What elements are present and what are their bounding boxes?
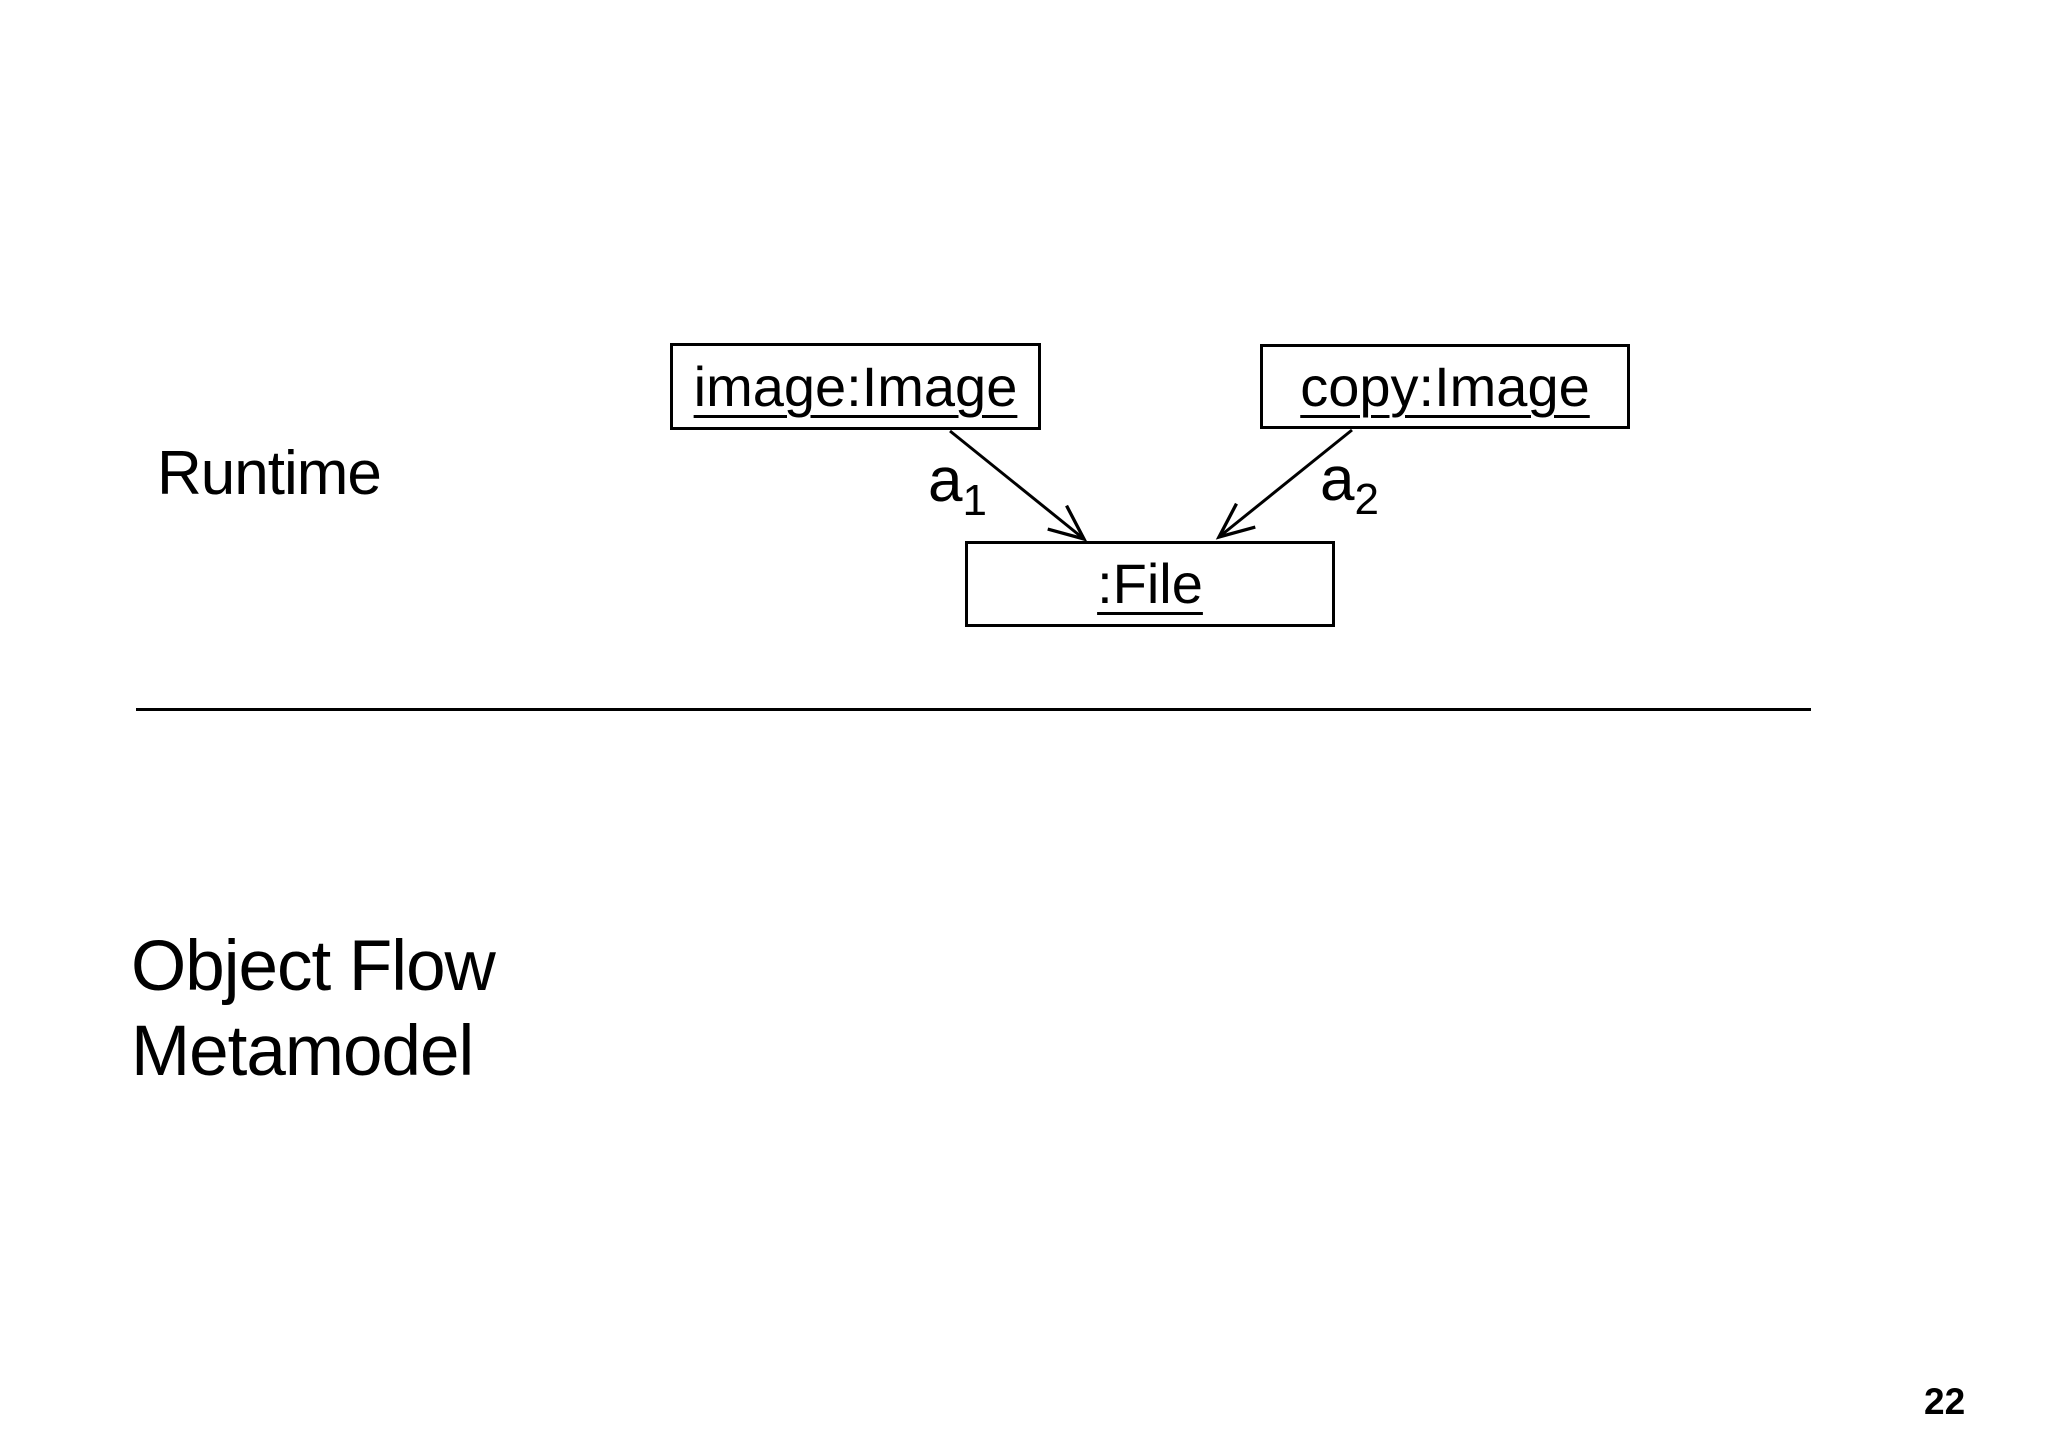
node-file-label: :File xyxy=(1097,552,1203,615)
section-divider xyxy=(136,708,1811,711)
node-copy-instance: copy:Image xyxy=(1260,344,1630,429)
edge-a2-base: a xyxy=(1320,445,1355,514)
edge-label-a1: a1 xyxy=(928,450,987,523)
runtime-section-label: Runtime xyxy=(157,439,382,508)
edge-a1-subscript: 1 xyxy=(962,476,987,525)
edge-label-a2: a2 xyxy=(1320,449,1379,522)
node-copy-label: copy:Image xyxy=(1300,354,1590,418)
node-image-instance: image:Image xyxy=(670,343,1041,430)
node-image-label: image:Image xyxy=(693,354,1018,418)
metamodel-label-line2: Metamodel xyxy=(131,1012,474,1091)
metamodel-label-line1: Object Flow xyxy=(131,927,496,1006)
node-file-instance: :File xyxy=(965,541,1335,627)
edge-a2-subscript: 2 xyxy=(1354,475,1379,524)
edge-a1-base: a xyxy=(928,446,963,515)
page-number: 22 xyxy=(1924,1381,1966,1422)
metamodel-section-label: Object Flow Metamodel xyxy=(131,924,496,1094)
